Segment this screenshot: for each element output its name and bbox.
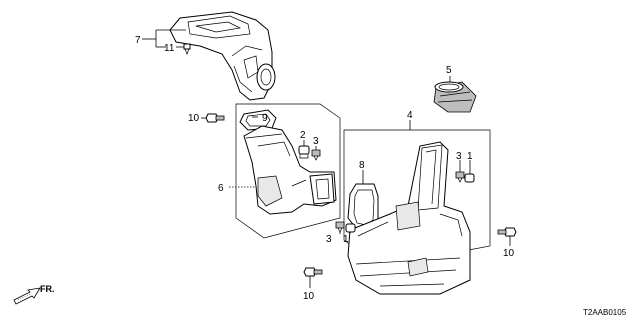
air-cleaner-housing bbox=[347, 141, 471, 295]
callout-10-left: 10 bbox=[188, 113, 200, 124]
diagram-code: T2AAB0105 bbox=[583, 308, 627, 317]
front-direction-arrow: FR. bbox=[13, 284, 55, 305]
screw bbox=[183, 43, 191, 55]
clip-right bbox=[455, 171, 465, 183]
callout-7: 7 bbox=[135, 35, 141, 46]
callout-3-lower: 3 bbox=[326, 234, 332, 245]
callout-10-right: 10 bbox=[503, 248, 515, 259]
bolt-bottom bbox=[303, 267, 323, 277]
group-box-left bbox=[235, 103, 341, 239]
lower-intake-duct bbox=[243, 125, 337, 215]
callout-3-right: 3 bbox=[456, 151, 462, 162]
callout-10-bottom: 10 bbox=[303, 291, 315, 302]
callout-labels: 7 11 5 10 9 2 3 4 6 8 3 1 3 1 10 10 bbox=[135, 35, 515, 302]
callout-4: 4 bbox=[407, 110, 413, 121]
callout-8: 8 bbox=[359, 160, 365, 171]
callout-6: 6 bbox=[218, 183, 224, 194]
direction-label: FR. bbox=[40, 284, 55, 294]
callout-5: 5 bbox=[446, 65, 452, 76]
upper-intake-duct bbox=[169, 11, 276, 101]
gasket-ring bbox=[239, 109, 277, 131]
grommet-lower bbox=[345, 223, 356, 233]
bolt-right bbox=[497, 227, 517, 237]
callout-1-lower: 1 bbox=[343, 234, 349, 245]
callout-1-right: 1 bbox=[467, 151, 473, 162]
callout-11: 11 bbox=[164, 43, 175, 54]
rubber-boot bbox=[433, 81, 477, 113]
callout-3-upper: 3 bbox=[313, 136, 319, 147]
clip-left bbox=[311, 149, 321, 161]
callout-9: 9 bbox=[262, 113, 268, 124]
grommet-right bbox=[464, 173, 475, 183]
bolt-left bbox=[205, 113, 225, 123]
leader-lines bbox=[142, 29, 511, 288]
clip-lower bbox=[335, 221, 345, 233]
callout-2: 2 bbox=[300, 130, 306, 141]
grommet bbox=[298, 145, 310, 159]
